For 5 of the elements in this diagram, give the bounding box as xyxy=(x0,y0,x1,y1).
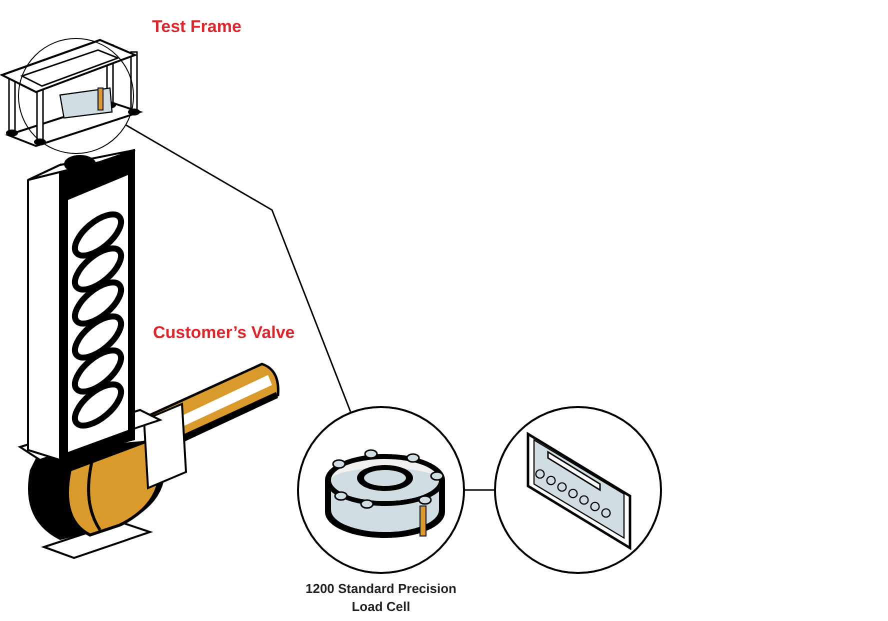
node-label: 1200 Standard Precision Load Cell xyxy=(304,580,458,616)
part-label: Customer’s Valve xyxy=(153,322,295,344)
leader-line xyxy=(465,489,494,491)
leader-line xyxy=(126,124,352,412)
part-label: Test Frame xyxy=(152,16,242,38)
